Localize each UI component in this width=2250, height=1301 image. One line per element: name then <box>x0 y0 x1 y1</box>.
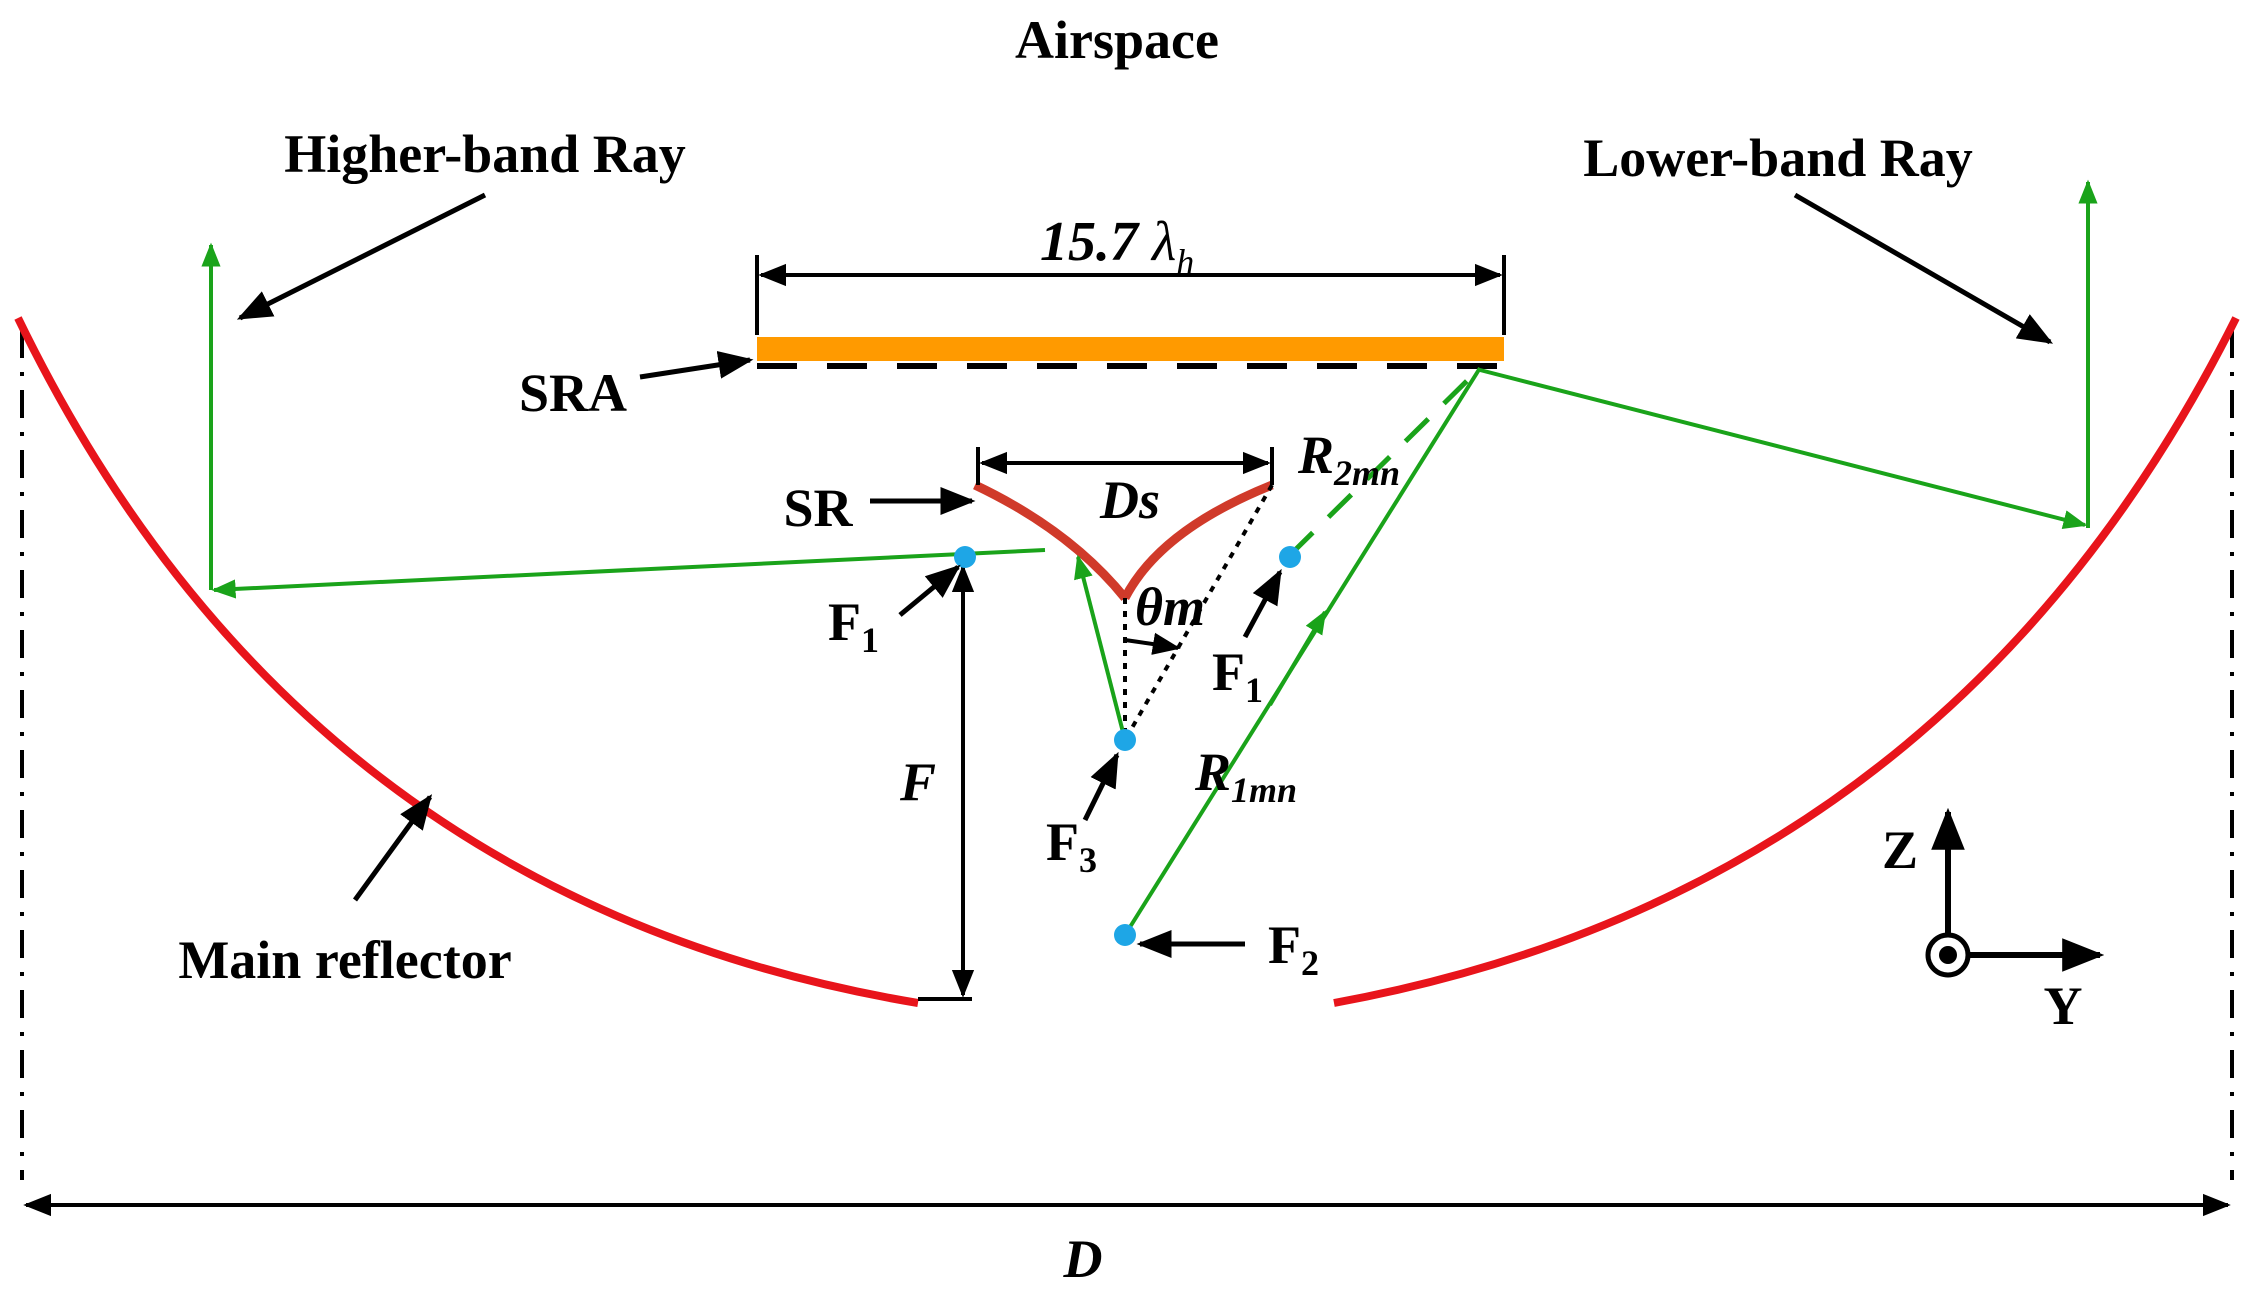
sra-width-value: 15.7 <box>1040 211 1140 273</box>
f1-right-main: F <box>1212 642 1245 702</box>
lambda-subscript: h <box>1176 242 1194 282</box>
ray-sra-to-main <box>1479 368 2088 529</box>
subreflector-left <box>973 480 1129 601</box>
focus-f1-left <box>954 546 976 568</box>
sr-label: SR <box>783 478 853 538</box>
focus-f1-right <box>1279 546 1301 568</box>
main-reflector-right <box>1333 316 2240 1007</box>
f1-left-main: F <box>828 592 861 652</box>
subreflector-right <box>1120 480 1274 601</box>
f1-left-label: F1 <box>828 592 879 660</box>
axis-x-out-dot <box>1939 946 1957 964</box>
r1mn-label: R1mn <box>1194 742 1297 810</box>
f1-left-sub: 1 <box>861 620 879 660</box>
main-reflector-pointer <box>352 794 433 902</box>
ray-higher-to-main <box>211 548 1046 599</box>
f-label: F <box>899 752 936 812</box>
higher-band-ray-pointer <box>236 192 487 321</box>
f1-right-pointer <box>1242 568 1283 639</box>
main-reflector-left <box>14 316 919 1007</box>
ray-r1mn-arrow <box>1268 609 1327 707</box>
f3-main: F <box>1046 812 1079 872</box>
focus-f3 <box>1114 729 1136 751</box>
r1mn-main: R <box>1194 742 1231 802</box>
f3-sub: 3 <box>1079 840 1097 880</box>
ray-f3-to-sr <box>1074 554 1127 741</box>
r2mn-main: R <box>1297 425 1334 485</box>
f2-label: F2 <box>1268 915 1319 983</box>
theta-m-label: θm <box>1135 577 1205 637</box>
main-reflector-label: Main reflector <box>178 930 511 990</box>
d-label: D <box>1063 1229 1103 1289</box>
theta-arc <box>1124 632 1181 655</box>
airspace-label: Airspace <box>1015 10 1219 70</box>
theta-dotted-slant <box>1123 484 1274 741</box>
sra-label: SRA <box>519 363 627 423</box>
f3-label: F3 <box>1046 812 1097 880</box>
f2-main: F <box>1268 915 1301 975</box>
r1mn-sub: 1mn <box>1231 770 1297 810</box>
f3-pointer <box>1082 751 1120 822</box>
axis-z-label: Z <box>1882 820 1918 880</box>
f1-right-sub: 1 <box>1245 670 1263 710</box>
sra-bar <box>757 337 1504 361</box>
lower-band-ray-label: Lower-band Ray <box>1583 128 1973 188</box>
f1-left-pointer <box>898 564 961 617</box>
sra-pointer <box>639 350 754 380</box>
r2mn-sub: 2mn <box>1333 453 1400 493</box>
ray-r2mn-dashed <box>1288 366 1482 557</box>
focus-f2 <box>1114 924 1136 946</box>
axis-y-label: Y <box>2044 976 2083 1036</box>
lower-band-ray-pointer <box>1793 192 2054 345</box>
f1-right-label: F1 <box>1212 642 1263 710</box>
lambda-symbol: λ <box>1150 211 1176 273</box>
ds-label: Ds <box>1099 470 1160 530</box>
f2-sub: 2 <box>1301 943 1319 983</box>
higher-band-ray-label: Higher-band Ray <box>284 124 686 184</box>
r2mn-label: R2mn <box>1297 425 1400 493</box>
